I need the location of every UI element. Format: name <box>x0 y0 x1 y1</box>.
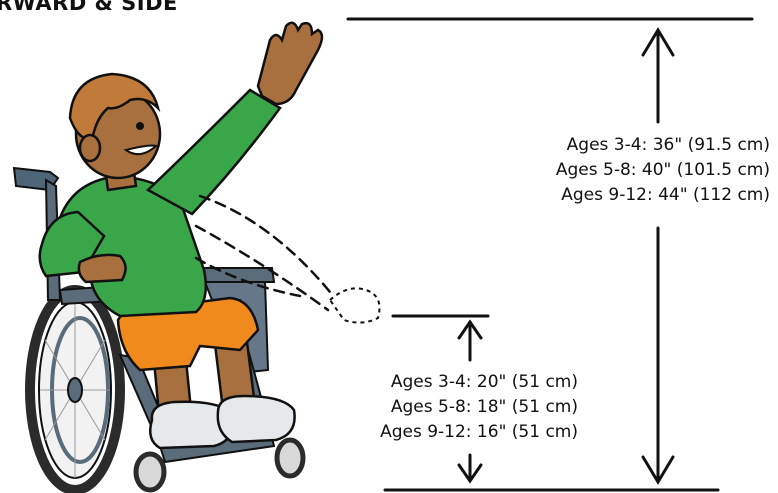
right-shoe <box>218 396 295 442</box>
shirt-raised-arm <box>148 90 280 214</box>
armrest <box>200 268 274 282</box>
page-title: RWARD & SIDE <box>0 0 178 15</box>
lower-reach-label-ages-5-8: Ages 5-8: 18" (51 cm) <box>320 395 578 420</box>
raised-hand <box>258 23 322 104</box>
upper-reach-label-ages-3-4: Ages 3-4: 36" (91.5 cm) <box>520 133 770 158</box>
lower-reach-labels: Ages 3-4: 20" (51 cm) Ages 5-8: 18" (51 … <box>320 370 578 445</box>
upper-reach-label-ages-9-12: Ages 9-12: 44" (112 cm) <box>520 183 770 208</box>
ear <box>80 135 100 161</box>
lower-reach-label-ages-3-4: Ages 3-4: 20" (51 cm) <box>320 370 578 395</box>
upper-reach-label-ages-5-8: Ages 5-8: 40" (101.5 cm) <box>520 158 770 183</box>
wheel-hub <box>68 378 82 402</box>
motion-hand-sketch <box>330 288 380 322</box>
lower-reach-label-ages-9-12: Ages 9-12: 16" (51 cm) <box>320 420 578 445</box>
upper-reach-labels: Ages 3-4: 36" (91.5 cm) Ages 5-8: 40" (1… <box>520 133 770 208</box>
caster-wheel-right <box>277 440 303 476</box>
caster-wheel-left <box>136 454 164 490</box>
eye <box>136 122 144 130</box>
left-hand <box>79 255 126 282</box>
